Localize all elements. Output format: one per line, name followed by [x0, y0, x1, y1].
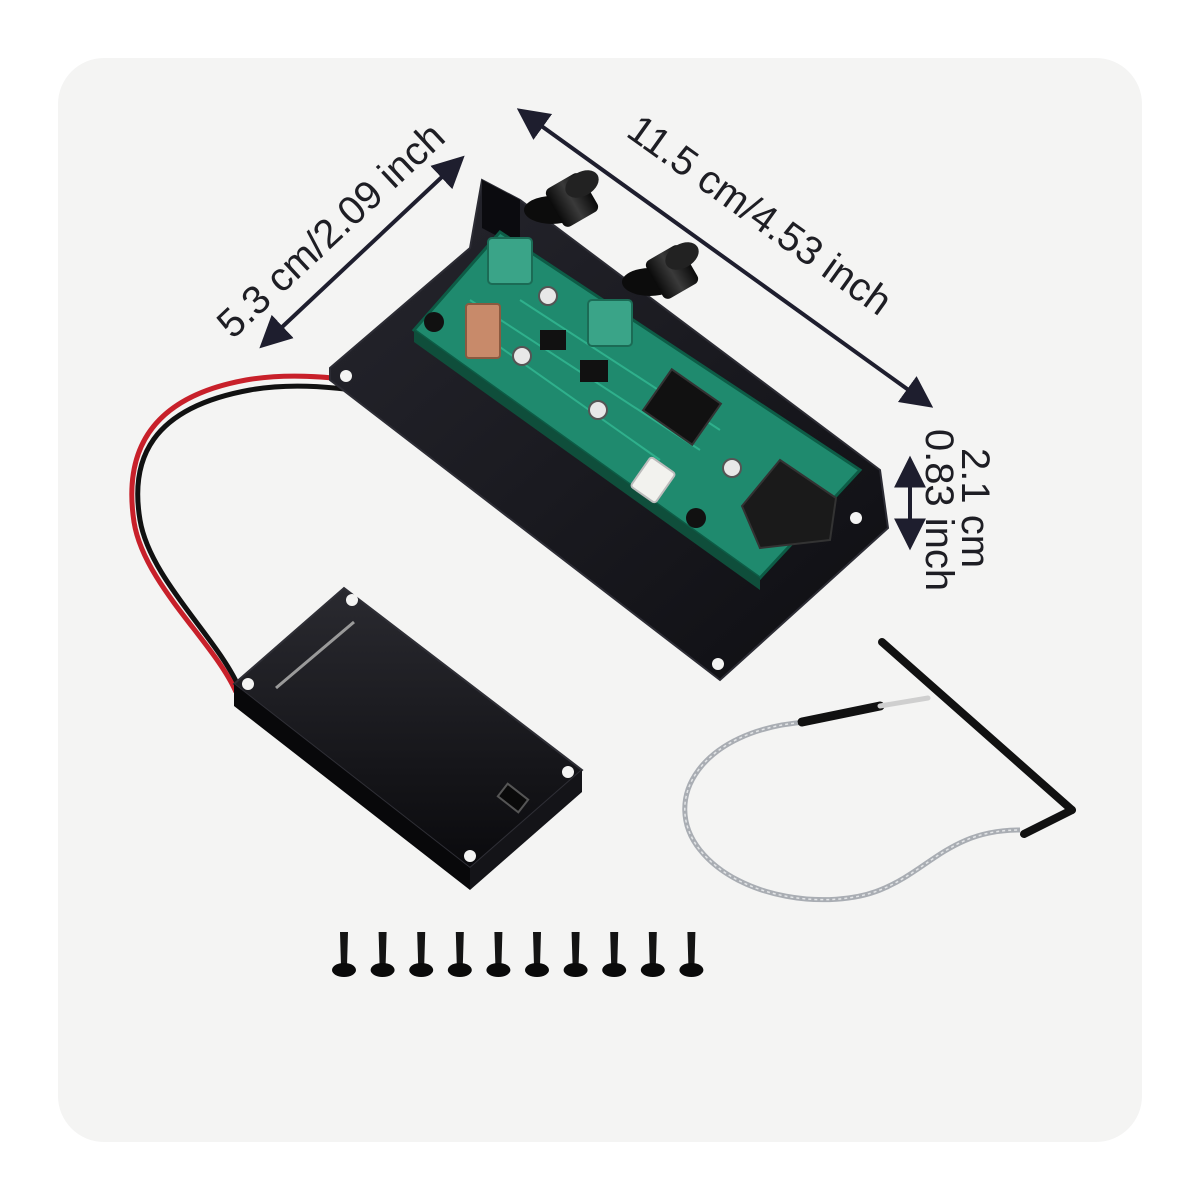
plate-hole — [850, 512, 862, 524]
screw — [486, 932, 511, 977]
pickup-cable — [682, 719, 1021, 903]
screw — [563, 932, 588, 977]
screw — [679, 932, 704, 977]
potentiometer-body — [487, 237, 533, 285]
volume-knob — [524, 170, 599, 227]
capacitor — [512, 346, 532, 366]
screw — [370, 932, 395, 977]
pickup-bar — [878, 638, 1076, 814]
capacitor — [722, 458, 742, 478]
potentiometer-body — [587, 299, 633, 347]
capacitor — [538, 286, 558, 306]
battery-latch — [496, 782, 530, 814]
screw-set — [332, 932, 704, 977]
screw — [409, 932, 434, 977]
capacitor — [588, 400, 608, 420]
eq-circuit-board — [411, 230, 863, 590]
ic-chip — [540, 330, 566, 350]
screw — [602, 932, 627, 977]
battery-box — [232, 586, 584, 890]
height-dimension-label-inch: 0.83 inch — [917, 429, 961, 591]
pcb-button — [686, 508, 706, 528]
screw — [447, 932, 472, 977]
battery-connector — [630, 456, 676, 504]
battery-box-hole — [464, 850, 476, 862]
dimension-lines — [259, 108, 934, 551]
output-jack — [740, 458, 838, 550]
width-dimension-line — [259, 155, 465, 349]
input-jack — [465, 303, 501, 359]
plate-hole — [340, 370, 352, 382]
screw — [640, 932, 665, 977]
ic-chip — [580, 360, 608, 382]
length-dimension-line — [516, 108, 934, 408]
screw — [332, 932, 356, 977]
battery-box-hole — [346, 594, 358, 606]
pickup-plug-body — [797, 701, 885, 727]
battery-box-hole — [242, 678, 254, 690]
height-dimension-label-cm: 2.1 cm — [953, 448, 997, 568]
tone-knob — [622, 242, 699, 299]
piezo-pickup — [682, 638, 1076, 903]
pcb-button — [424, 312, 444, 332]
pickup-plug-tip — [877, 695, 931, 709]
plate-hole — [712, 658, 724, 670]
switch-block — [641, 367, 723, 447]
battery-box-hole — [562, 766, 574, 778]
screw — [525, 932, 549, 977]
